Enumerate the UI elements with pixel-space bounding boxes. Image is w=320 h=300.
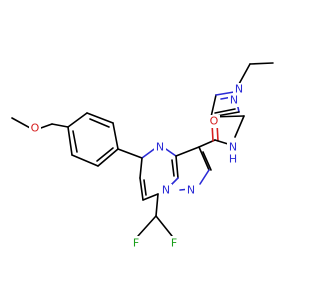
bond [238, 63, 251, 85]
bond [71, 154, 99, 167]
amide-hydrogen-label: H [229, 153, 237, 166]
bond [202, 151, 212, 171]
bond [96, 147, 114, 162]
bridgehead-nitrogen-label: N [162, 184, 170, 197]
bond [97, 148, 119, 167]
difluoromethyl-group [137, 193, 173, 237]
bond [86, 112, 114, 124]
carbonyl-oxygen-label: O [210, 115, 219, 128]
bond [89, 118, 110, 128]
bond [210, 94, 217, 118]
oxygen-atom-label: O [31, 122, 40, 135]
bond [72, 130, 78, 153]
pyrazole-n2-label: N [230, 94, 238, 107]
bond [175, 155, 179, 179]
bond [155, 193, 159, 217]
bond [143, 179, 147, 196]
bond [67, 112, 88, 128]
amide-nitrogen-label: N [229, 141, 237, 154]
fluorine-atom-label-1: F [133, 237, 139, 250]
bond [234, 115, 245, 138]
bond [51, 123, 69, 128]
pyrazole-nitrogen-label: N [187, 184, 195, 197]
atom-labels: O N N N O N H N N F F [29, 83, 245, 250]
pyrazole-n1-label: N [235, 83, 243, 96]
bond [249, 62, 274, 65]
molecule-structure: O N N N O N H N N F F [11, 62, 274, 250]
bond [171, 159, 175, 177]
pyrazolopyrimidine-core [139, 146, 212, 201]
bond [199, 169, 210, 185]
bond [67, 126, 73, 156]
bond [117, 148, 143, 159]
bond [214, 139, 229, 145]
bond [139, 157, 143, 179]
bond [112, 122, 119, 150]
fluorine-atom-label-2: F [171, 237, 177, 250]
bond [215, 91, 235, 96]
bond [11, 117, 33, 130]
methoxyphenyl-group [11, 112, 143, 167]
bond [155, 215, 173, 237]
ethylpyrazolylmethyl-group [210, 62, 274, 138]
bond [198, 146, 210, 171]
bond [139, 177, 144, 201]
bond [175, 146, 200, 157]
bond [214, 108, 236, 114]
bond [142, 193, 159, 201]
bond [137, 215, 157, 237]
pyrimidine-nitrogen-label: N [156, 141, 164, 154]
